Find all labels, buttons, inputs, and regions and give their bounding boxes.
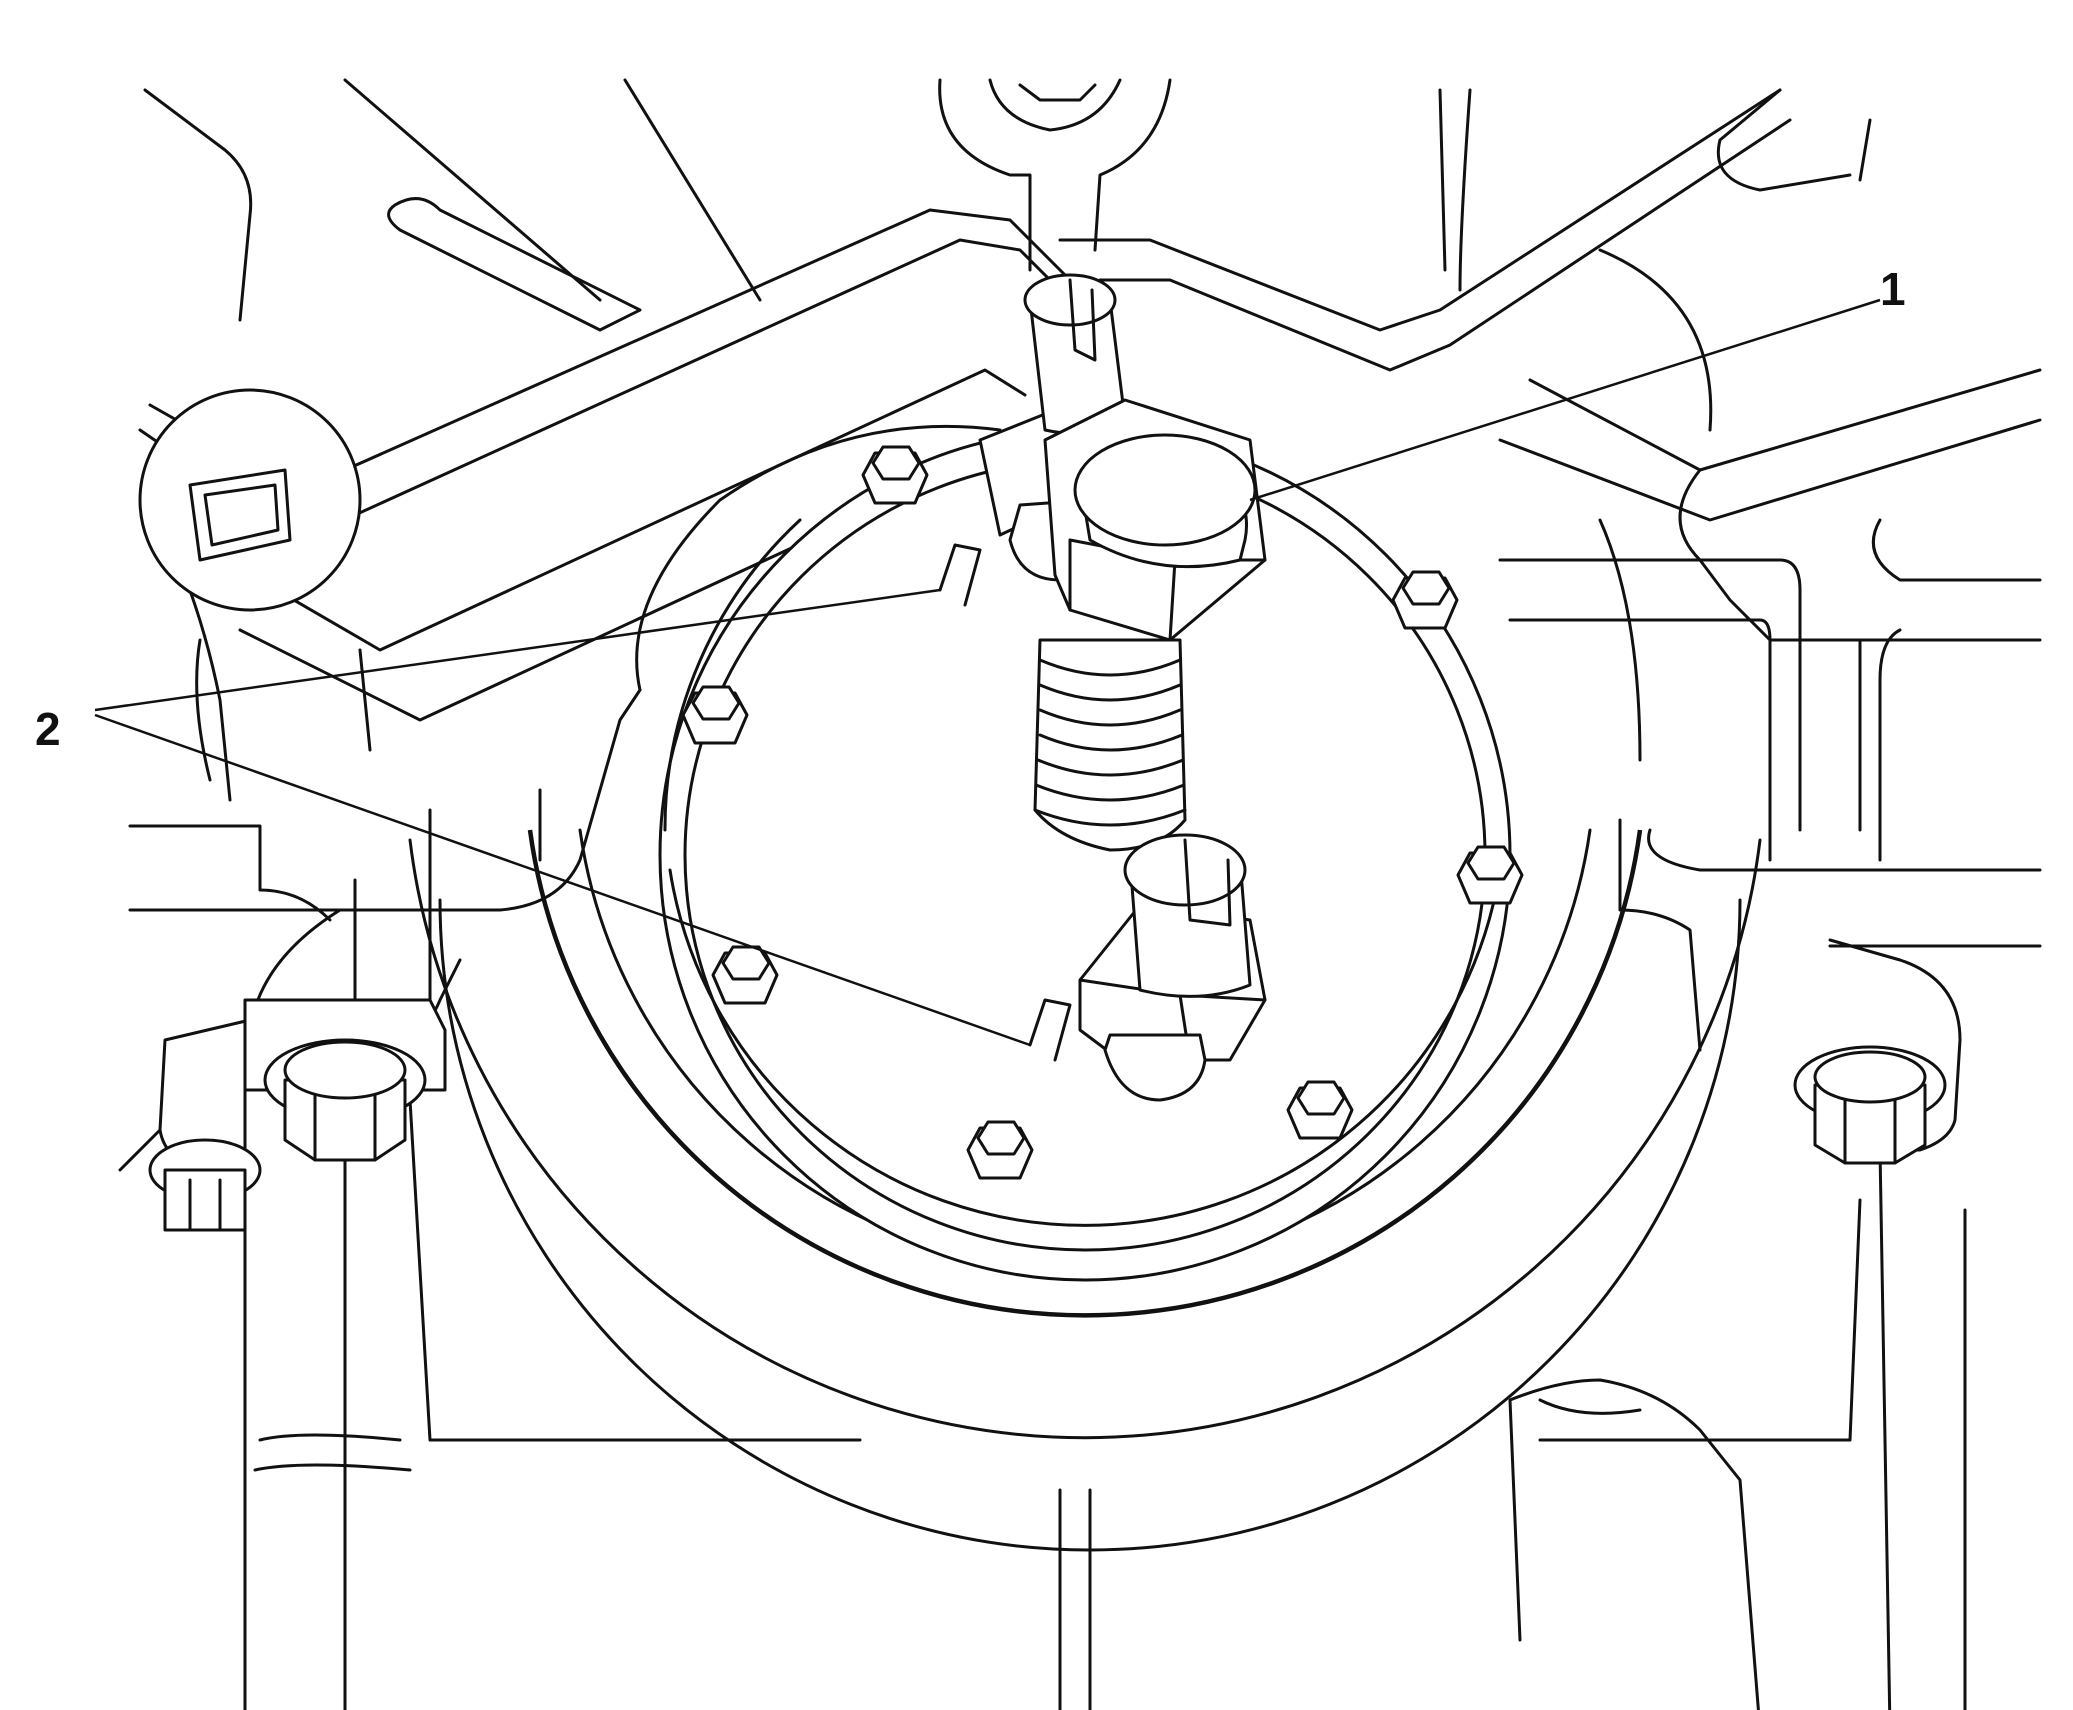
leader-2-upper bbox=[94, 588, 941, 712]
bolt-hex-icon bbox=[1456, 845, 1524, 905]
seal-housing bbox=[635, 424, 1512, 1282]
leader-2-lower bbox=[94, 713, 1031, 1047]
leader-1 bbox=[1249, 298, 1881, 502]
forcing-screw bbox=[1033, 398, 1267, 852]
bolt-hex-icon bbox=[1391, 570, 1459, 630]
callout-label-2: 2 bbox=[35, 703, 61, 755]
lower-tool-leg bbox=[1078, 833, 1267, 1102]
left-socket-boss bbox=[138, 388, 362, 612]
bolt-hex-icon bbox=[861, 445, 929, 505]
bolt-hex-icon bbox=[966, 1120, 1034, 1180]
bolt-hex-icon bbox=[681, 685, 749, 745]
housing-bolts bbox=[681, 445, 1524, 1180]
flange-bolt-icon bbox=[263, 1038, 427, 1162]
crankshaft-saddle bbox=[408, 828, 1762, 1552]
small-bolt-icon bbox=[148, 1138, 262, 1232]
callout-label-1: 1 bbox=[1880, 263, 1906, 315]
flange-bolt-icon bbox=[1793, 1045, 1947, 1165]
upper-boss bbox=[938, 78, 1172, 272]
bolt-hex-icon bbox=[711, 945, 779, 1005]
callout-leaders bbox=[94, 298, 1881, 1062]
bolt-hex-icon bbox=[1286, 1080, 1354, 1140]
saddle-bolts bbox=[148, 998, 1947, 1232]
